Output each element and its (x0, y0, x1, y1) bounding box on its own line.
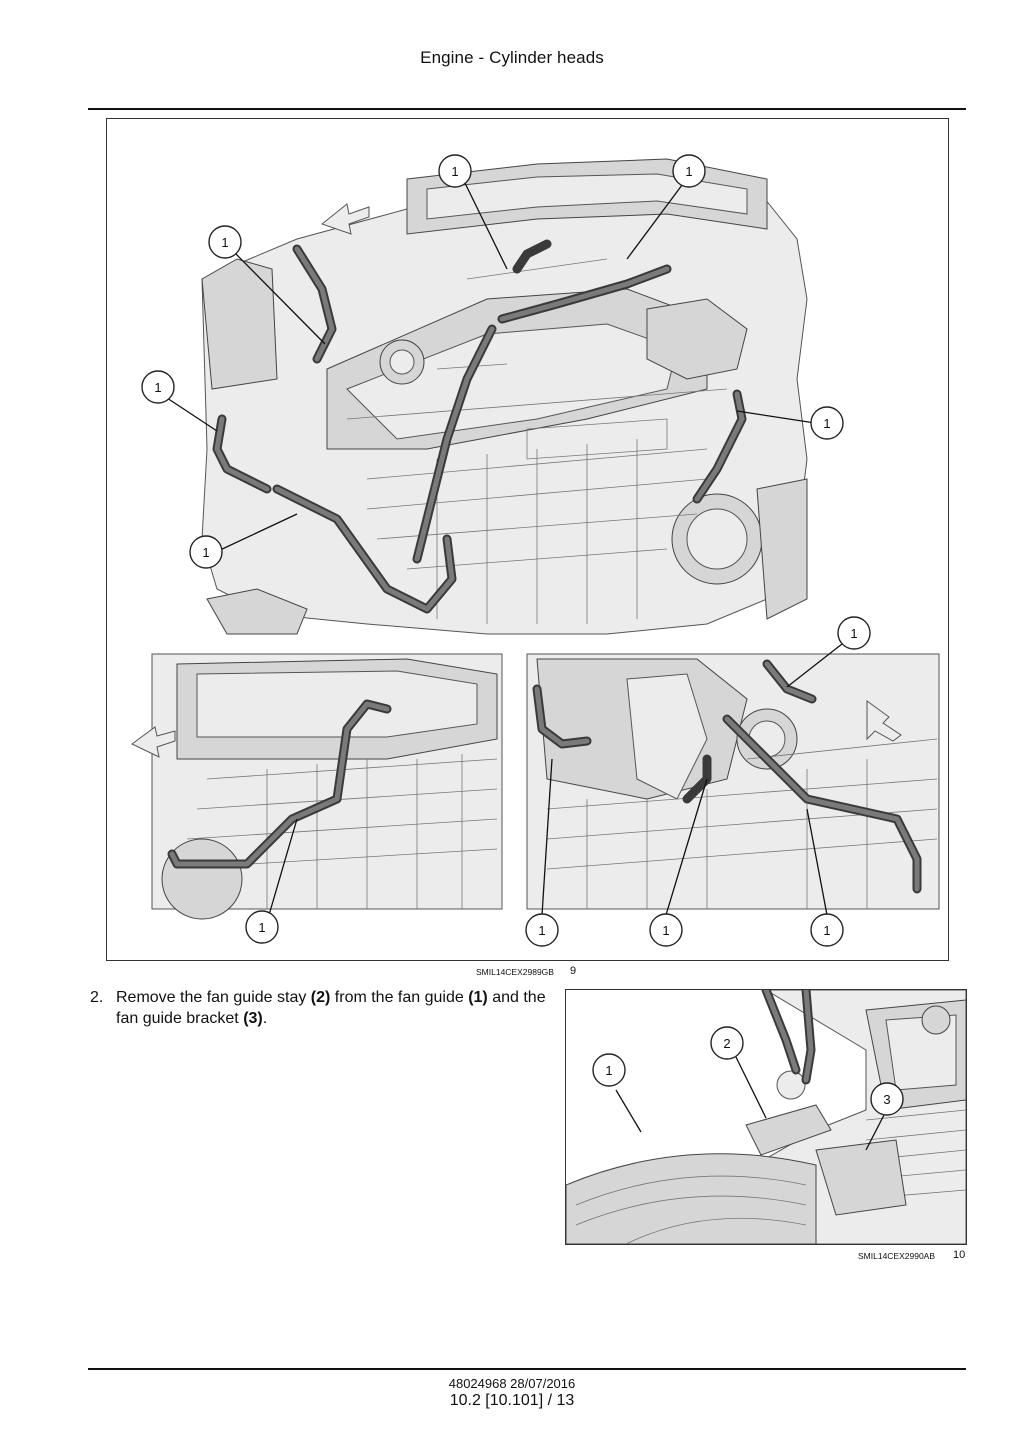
page-header-title: Engine - Cylinder heads (420, 48, 604, 67)
svg-text:2: 2 (723, 1036, 730, 1051)
step-ref-2: (2) (310, 989, 331, 1006)
step-text-part: and the fan guide bracket (116, 989, 546, 1027)
svg-text:1: 1 (202, 545, 209, 560)
svg-text:1: 1 (221, 235, 228, 250)
callout-2: 2 (710, 1026, 744, 1060)
engine-inset-right (526, 653, 940, 910)
step-text-part: . (262, 1010, 268, 1027)
callout-3: 3 (870, 1082, 904, 1116)
figure-number: 10 (953, 1249, 966, 1261)
svg-text:1: 1 (685, 164, 692, 179)
footer-page-reference: 10.2 [10.101] / 13 (449, 1392, 575, 1409)
callout-1: 1 (672, 154, 706, 188)
svg-text:1: 1 (605, 1063, 612, 1078)
step-ref-1: (1) (468, 989, 488, 1006)
callout-1: 1 (810, 913, 844, 947)
fan-guide-illustration-figure: 1 2 3 (565, 989, 967, 1245)
callout-1: 1 (208, 225, 242, 259)
engine-illustration-figure: 1 1 1 1 1 1 1 1 1 1 1 (106, 118, 949, 961)
svg-text:3: 3 (883, 1092, 890, 1107)
svg-text:1: 1 (662, 923, 669, 938)
footer-document-id: 48024968 28/07/2016 (448, 1376, 576, 1391)
callout-1: 1 (649, 913, 683, 947)
callout-1: 1 (245, 910, 279, 944)
svg-text:1: 1 (850, 626, 857, 641)
engine-illustration: 1 1 1 1 1 1 1 1 1 1 1 (131, 154, 940, 947)
step-text: Remove the fan guide stay (2) from the f… (116, 987, 546, 1029)
svg-text:1: 1 (451, 164, 458, 179)
svg-text:1: 1 (258, 920, 265, 935)
svg-text:1: 1 (823, 923, 830, 938)
step-text-part: Remove the fan guide stay (116, 989, 311, 1006)
engine-main-view (201, 158, 808, 635)
engine-inset-left (131, 653, 503, 920)
fan-guide-illustration: 1 2 3 (566, 990, 966, 1244)
callout-1: 1 (810, 406, 844, 440)
callout-1: 1 (837, 616, 871, 650)
figure-number: 9 (570, 965, 577, 977)
svg-text:1: 1 (154, 380, 161, 395)
footer-rule (88, 1368, 966, 1370)
step-number: 2. (90, 989, 104, 1006)
callout-1: 1 (525, 913, 559, 947)
step-ref-3: (3) (243, 1010, 263, 1027)
callout-1: 1 (592, 1053, 626, 1087)
svg-text:1: 1 (538, 923, 545, 938)
callout-1: 1 (189, 535, 223, 569)
callout-1: 1 (141, 370, 175, 404)
callout-1: 1 (438, 154, 472, 188)
step-text-part: from the fan guide (330, 989, 469, 1006)
figure-reference-code: SMIL14CEX2990AB (858, 1251, 936, 1261)
svg-text:1: 1 (823, 416, 830, 431)
figure-reference-code: SMIL14CEX2989GB (476, 967, 554, 977)
header-rule (88, 108, 966, 110)
